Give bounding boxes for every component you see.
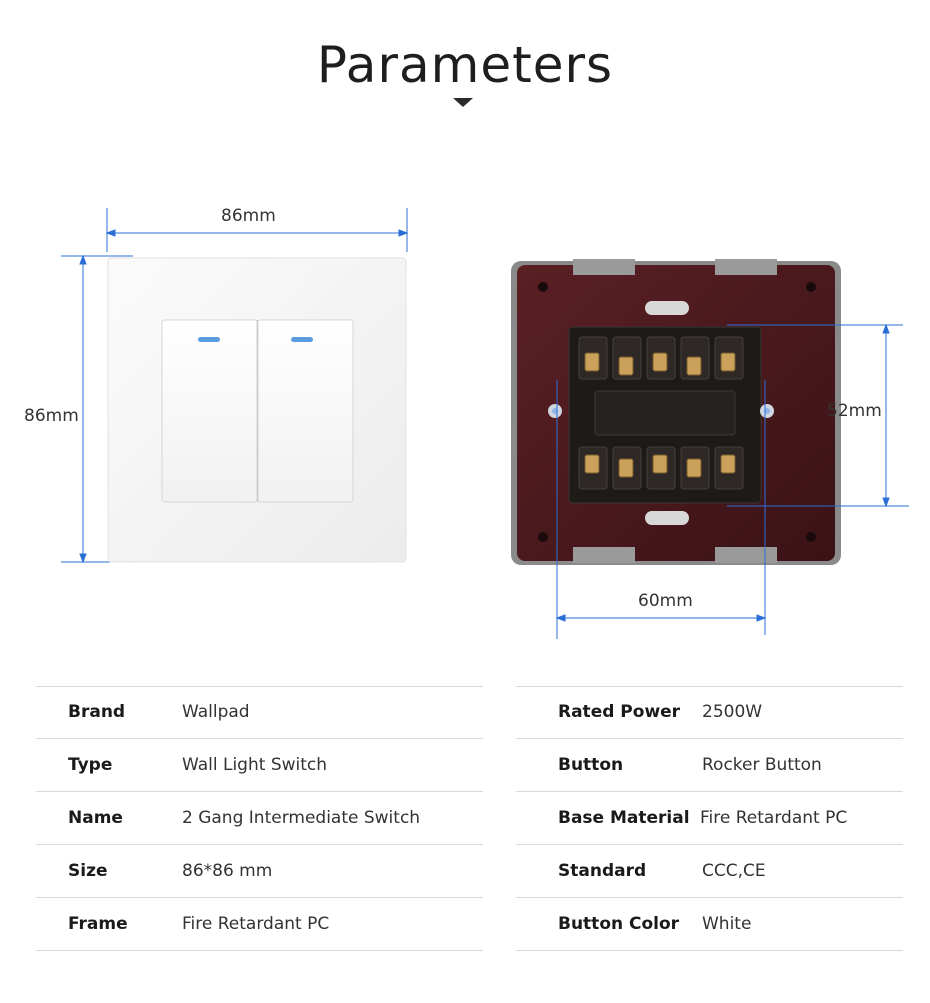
spec-row: Base Material Fire Retardant PC (516, 792, 903, 845)
spec-row: Brand Wallpad (36, 686, 483, 739)
spec-row: Name 2 Gang Intermediate Switch (36, 792, 483, 845)
spec-row: Button Color White (516, 898, 903, 951)
spec-key: Size (68, 861, 108, 881)
rocker-left (161, 319, 258, 503)
caret-down-icon (453, 98, 473, 107)
spec-row: Button Rocker Button (516, 739, 903, 792)
spec-value: 2 Gang Intermediate Switch (182, 808, 421, 828)
spec-key: Button Color (558, 914, 680, 934)
spec-value: Rocker Button (702, 755, 822, 775)
spec-value: CCC,CE (702, 861, 766, 881)
spec-value: Wallpad (182, 702, 250, 722)
spec-key: Button (558, 755, 624, 775)
spec-row: Rated Power 2500W (516, 686, 903, 739)
spec-key: Base Material (558, 808, 690, 828)
spec-value: 2500W (702, 702, 763, 722)
spec-row: Standard CCC,CE (516, 845, 903, 898)
spec-row: Size 86*86 mm (36, 845, 483, 898)
spec-row: Type Wall Light Switch (36, 739, 483, 792)
front-width-label: 86mm (221, 206, 276, 226)
spec-value: Fire Retardant PC (182, 914, 330, 934)
back-width-label: 60mm (638, 591, 693, 611)
spec-value: Fire Retardant PC (700, 808, 848, 828)
spec-key: Frame (68, 914, 128, 934)
front-switch-figure (61, 208, 409, 564)
specs-right-divider (516, 686, 903, 687)
spec-key: Rated Power (558, 702, 681, 722)
spec-key: Brand (68, 702, 126, 722)
specs-left-divider (36, 686, 483, 687)
front-height-label: 86mm (24, 406, 79, 426)
spec-row: Frame Fire Retardant PC (36, 898, 483, 951)
back-switch-figure (511, 259, 909, 639)
back-height-label: 52mm (827, 401, 882, 421)
rocker-right (257, 319, 354, 503)
page-title: Parameters (316, 36, 614, 94)
spec-key: Standard (558, 861, 647, 881)
indicator-right (291, 337, 313, 342)
spec-key: Name (68, 808, 123, 828)
spec-value: Wall Light Switch (182, 755, 328, 775)
spec-key: Type (68, 755, 113, 775)
spec-value: 86*86 mm (182, 861, 273, 881)
indicator-left (198, 337, 220, 342)
spec-value: White (702, 914, 752, 934)
